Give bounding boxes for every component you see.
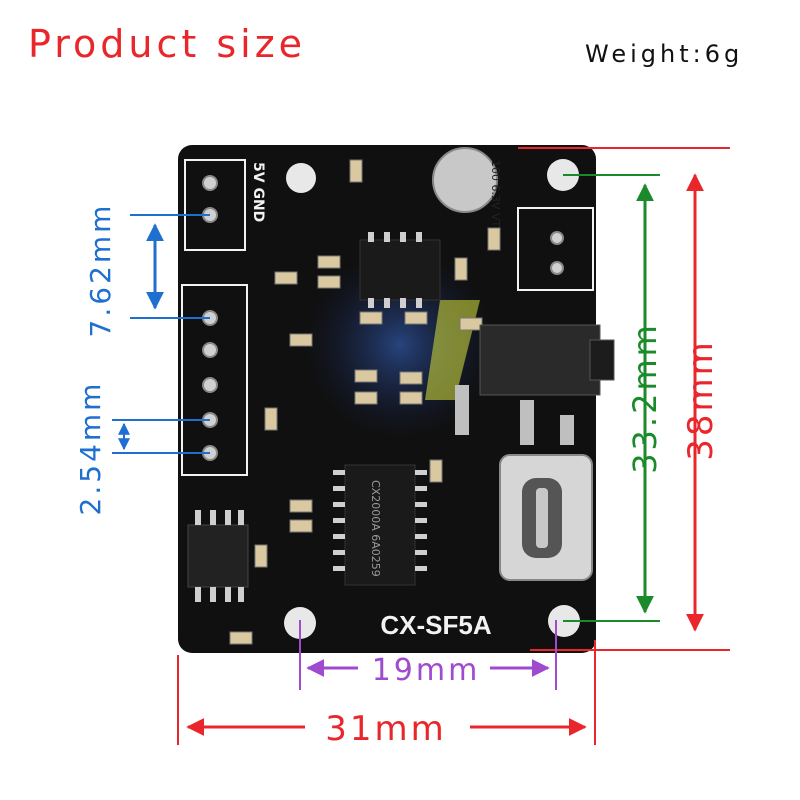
capacitor [432,147,498,213]
page-title: Product size [28,22,307,66]
decoder-chip-label: CX2000A 6A0259 [369,480,382,577]
decoder-chip [344,464,416,586]
pcb-board: 5V GND 100 6.3V VT [178,145,615,653]
board-model-label: CX-SF5A [380,610,491,640]
smd-components [229,159,501,645]
dimension-board-height: 38mm [518,147,730,651]
dim-7-62mm-label: 7.62mm [84,203,117,338]
weight-label: Weight:6g [585,40,744,68]
power-connector-outline [184,159,246,251]
audio-jack [479,324,601,396]
silk-power-label: 5V GND [250,162,266,222]
speaker-connector-outline [517,207,594,291]
io-header-outline [181,284,248,476]
dim-38mm-label: 38mm [681,339,721,461]
amp-chip [359,239,441,301]
dim-2-54mm-label: 2.54mm [74,381,107,516]
dim-19mm-label: 19mm [372,653,481,688]
dimension-board-width: 31mm [177,640,596,749]
flash-chip [187,524,249,588]
dimension-pin-pitch-large: 7.62mm [84,203,210,338]
dim-33-2mm-label: 33.2mm [626,322,664,474]
capacitor-label: 100 6.3V VT [489,160,502,228]
dimension-hole-vertical: 33.2mm [563,174,664,622]
dimension-pin-pitch-small: 2.54mm [74,381,210,516]
mount-hole [286,163,316,193]
dimension-hole-horizontal: 19mm [299,620,557,690]
dim-31mm-label: 31mm [325,709,447,749]
